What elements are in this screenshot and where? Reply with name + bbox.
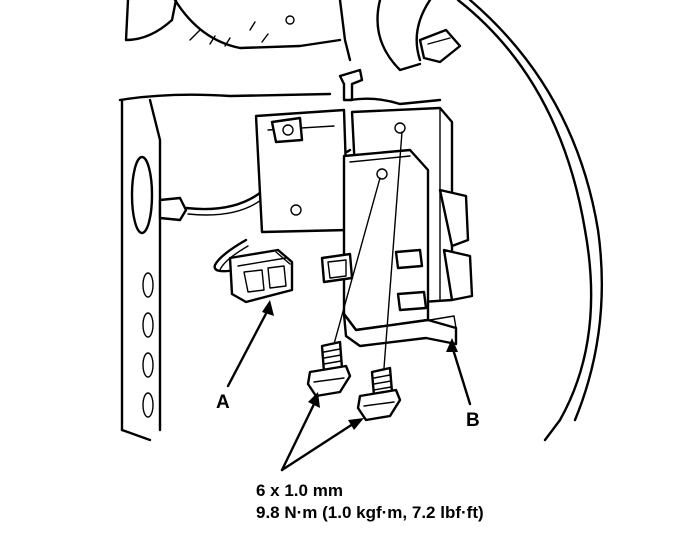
mounting-bracket — [254, 108, 350, 234]
torque-spec: 9.8 N·m (1.0 kgf·m, 7.2 lbf·ft) — [256, 503, 484, 522]
bolt-1 — [306, 340, 352, 398]
bolt-size-spec: 6 x 1.0 mm — [256, 481, 343, 500]
body-panel — [118, 0, 604, 442]
callout-b-label: B — [466, 410, 480, 431]
bolt-2 — [356, 366, 402, 422]
control-module-b — [320, 106, 474, 348]
connector-a — [228, 248, 294, 304]
callout-a-label: A — [216, 392, 230, 413]
leader-lines — [226, 131, 472, 472]
